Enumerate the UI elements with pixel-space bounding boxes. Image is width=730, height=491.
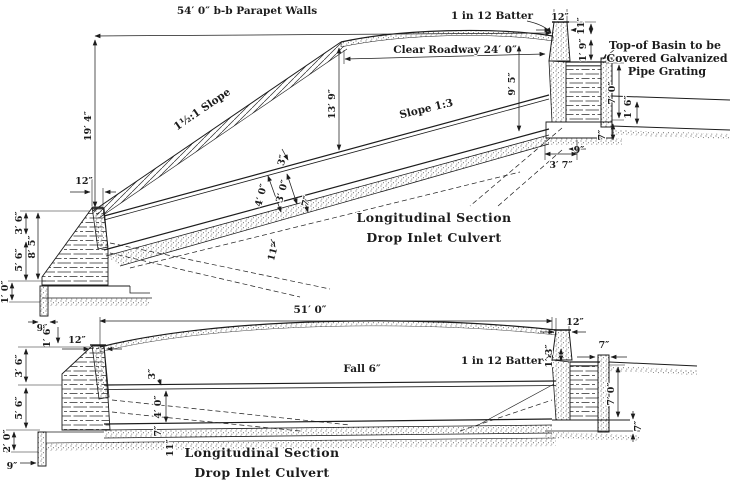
grating-note-line2: Covered Galvanized <box>606 52 727 65</box>
dim-parapet-16: 1′ 6″ <box>42 324 53 348</box>
dim-headwall-36-2: 3′ 6″ <box>14 354 25 378</box>
dim-parapet-cap: 12″ <box>551 12 569 23</box>
grating-note: Top-of Basin to be Covered Galvanized Pi… <box>602 38 729 79</box>
dim-cutoff-9: 9″ <box>7 461 19 472</box>
top-section: 54′ 0″ b-b Parapet Walls 19′ 4″ 1 in 12 … <box>0 4 730 335</box>
top-dimensions: 54′ 0″ b-b Parapet Walls 19′ 4″ 1 in 12 … <box>0 4 640 335</box>
span-dimension: 51′ 0″ 12″ <box>99 303 586 345</box>
dim-left-wall-width-2: 12″ <box>68 335 86 346</box>
dim-headwall-36: 3′ 6″ <box>14 211 25 235</box>
dim-basin-curb-13: 1′ 3″ <box>544 344 555 368</box>
label-fall: Fall 6″ <box>343 363 381 375</box>
dim-apron-20: 2′ 0″ <box>2 429 13 453</box>
ground-right <box>611 95 730 139</box>
embankment-slope <box>92 41 348 219</box>
hidden-wingwall-lines-2 <box>111 383 555 432</box>
dim-headwall-56: 5′ 6″ <box>14 248 25 272</box>
grating-note-line3: Pipe Grating <box>628 65 707 78</box>
label-barrel-slope: Slope 1:3 <box>398 97 454 121</box>
dim-clear-roadway: Clear Roadway 24′ 0″ <box>393 44 517 56</box>
roadway-surface-2 <box>99 320 557 353</box>
culvert-barrel <box>103 94 550 267</box>
right-parapet-wall-2 <box>551 329 573 361</box>
dim-road-to-floor: 9′ 5″ <box>507 72 518 96</box>
top-title-line2: Drop Inlet Culvert <box>366 230 501 245</box>
dim-slab-3: 3″ <box>276 153 290 167</box>
dim-floor-slab: 7″ <box>300 194 314 208</box>
drop-inlet-basin-2 <box>545 354 640 441</box>
dim-barrel-outer: 4′ 0″ <box>253 182 270 208</box>
dim-subfloor-11: 11″ <box>165 439 176 457</box>
dim-wall-7: 7″ <box>599 340 611 351</box>
dim-parapet-height: 11″ <box>576 17 587 35</box>
top-title-line1: Longitudinal Section <box>357 210 512 225</box>
right-parapet-wall <box>548 21 571 62</box>
dim-basin-depth: 7′ 0″ <box>607 81 618 105</box>
bottom-dimensions: 1′ 6″ 12″ 3′ 6″ 5′ 6″ 2′ 0″ 9″ 3″ 4′ 0″ … <box>1 323 645 474</box>
dim-subfloor: 11″ <box>266 242 281 262</box>
grating-note-line1: Top-of Basin to be <box>609 39 721 52</box>
dim-slab-3-2: 3″ <box>147 368 158 380</box>
dim-basin-curb: 1′ 9″ <box>578 38 589 62</box>
dim-parapet-span: 54′ 0″ b-b Parapet Walls <box>177 5 317 17</box>
dim-basin-depth-2: 7′ 0″ <box>606 382 617 406</box>
dim-basin-floor-width: 3′ 7″ <box>549 160 573 171</box>
dim-span: 51′ 0″ <box>293 304 326 316</box>
label-batter-top: 1 in 12 Batter <box>451 10 534 22</box>
dim-right-cap: 12″ <box>566 317 584 328</box>
dim-fill-height: 19′ 4″ <box>83 110 94 141</box>
dim-left-wall-width: 12″ <box>75 176 93 187</box>
label-batter-bottom: 1 in 12 Batter <box>461 355 544 367</box>
dim-headwall-85: 8′ 5″ <box>27 235 38 259</box>
bottom-section: 51′ 0″ 12″ 1 in 12 Batter <box>1 303 698 481</box>
left-headwall <box>39 206 152 317</box>
dim-mid-height: 13′ 9″ <box>327 88 338 119</box>
dim-cutoff-width: 9″ <box>37 323 49 334</box>
ground-right-2 <box>608 361 698 375</box>
bottom-title-line1: Longitudinal Section <box>185 445 340 460</box>
dim-floor-7: 7″ <box>153 425 164 437</box>
dim-ground-step: 1′ 6″ <box>623 95 634 119</box>
hidden-wingwall-lines <box>109 127 563 298</box>
bottom-title-line2: Drop Inlet Culvert <box>194 465 329 480</box>
dim-apron-depth: 1′ 0″ <box>0 280 11 304</box>
left-headwall-2 <box>37 344 111 467</box>
dim-slab-7-2: 7″ <box>633 420 644 432</box>
dim-headwall-56-2: 5′ 6″ <box>14 396 25 420</box>
culvert-barrel-2 <box>45 380 557 451</box>
dim-barrel-40: 4′ 0″ <box>153 395 164 419</box>
dim-basin-slab: 7″ <box>597 129 608 141</box>
